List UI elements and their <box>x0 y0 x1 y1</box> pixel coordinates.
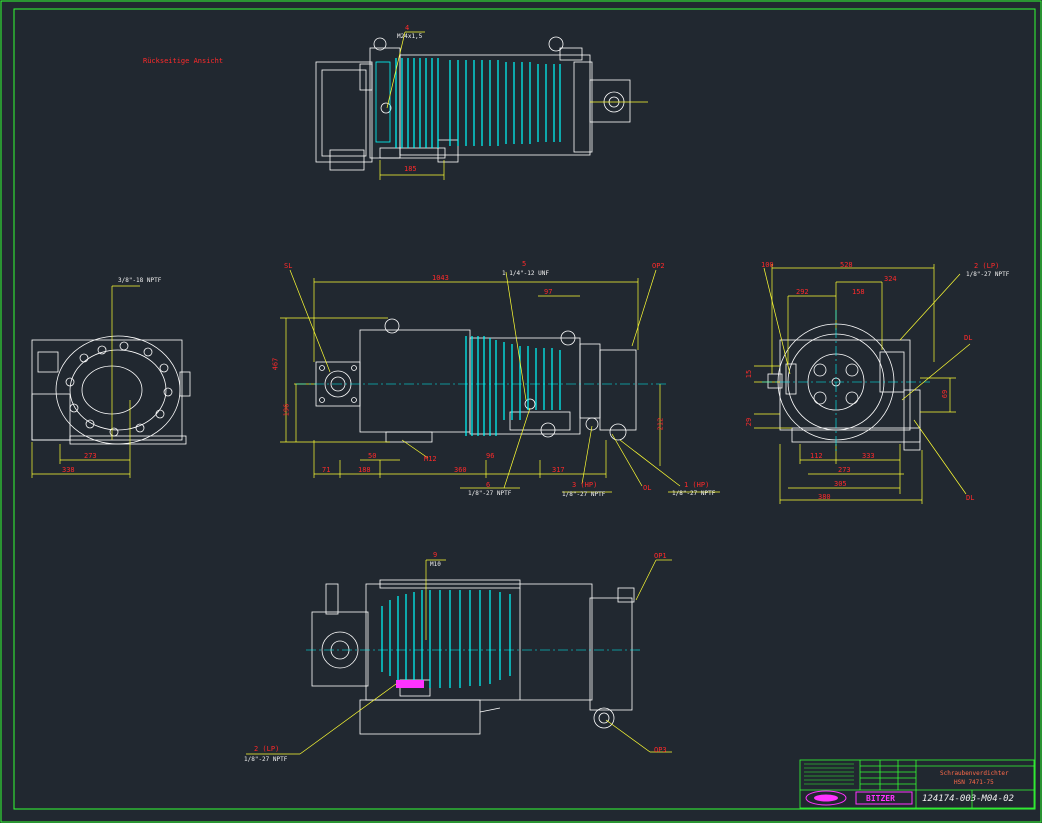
right-dim-292: 292 <box>796 288 809 296</box>
inner-frame <box>13 8 1036 810</box>
side-thread-5-label: 1 1/4"-12 UNF <box>502 270 549 277</box>
side-dim-96: 96 <box>486 452 495 460</box>
bottom-view <box>311 579 635 735</box>
right-thread-lp2-label: 1/8"-27 NPTF <box>966 271 1010 278</box>
bottom-op3-label: OP3 <box>654 746 667 754</box>
left-end-dim-338: 338 <box>62 466 75 474</box>
title-block-model: HSN 7471-75 <box>954 779 994 786</box>
side-dim-188: 188 <box>358 466 371 474</box>
left-end-dims <box>31 285 140 478</box>
side-view-dims <box>280 269 720 493</box>
side-ol-label: OL <box>643 484 652 492</box>
right-dim-69: 69 <box>941 389 950 399</box>
title-block-text-lines <box>804 763 854 785</box>
right-dim-273: 273 <box>838 466 851 474</box>
side-sl-label: SL <box>284 262 293 270</box>
bottom-thread-lp2-label: 1/8"-27 NPTF <box>244 756 288 763</box>
right-dim-15: 15 <box>745 369 754 379</box>
bitzer-logo <box>805 790 913 806</box>
side-dim-97: 97 <box>544 288 553 296</box>
title-block-frame <box>799 759 1035 809</box>
right-end-view <box>767 323 921 451</box>
top-view <box>315 36 631 171</box>
side-dim-196: 196 <box>282 403 291 417</box>
side-hp3-label: 3 (HP) <box>572 481 598 489</box>
side-dim-50: 50 <box>368 452 377 460</box>
bottom-item-9-label: 9 <box>433 551 438 559</box>
right-end-dims <box>754 264 971 504</box>
side-op2-label: OP2 <box>652 262 665 270</box>
side-view-fins <box>465 336 561 436</box>
title-block-product: Schraubenverdichter <box>940 770 1009 777</box>
right-dim-380: 380 <box>818 493 831 501</box>
top-dim-185: 185 <box>404 165 417 173</box>
right-dl2-label: DL <box>966 494 975 502</box>
side-item-5-label: 5 <box>522 260 527 268</box>
top-view-dims <box>379 31 648 180</box>
right-dl-label: DL <box>964 334 973 342</box>
side-dim-212: 212 <box>656 417 665 431</box>
side-thread-hp1-label: 1/8"-27 NPTF <box>672 490 716 497</box>
top-item-4-label: 4 <box>405 24 410 32</box>
bottom-view-fins <box>381 590 511 688</box>
bottom-op1-label: OP1 <box>654 552 667 560</box>
top-view-fins <box>375 58 561 148</box>
right-dim-100: 100 <box>761 261 774 269</box>
left-end-view <box>31 335 191 445</box>
title-block-drawing-no: 124174-003 <box>922 794 977 804</box>
side-view <box>315 318 637 443</box>
title-block-logo-text: BITZER <box>866 794 895 803</box>
right-dim-112: 112 <box>810 452 823 460</box>
bottom-thread-9-label: M10 <box>430 561 441 568</box>
left-end-dim-273: 273 <box>84 452 97 460</box>
right-dim-333: 333 <box>862 452 875 460</box>
title-block-sheet: -M04-02 <box>976 794 1014 804</box>
side-hp1-label: 1 (HP) <box>684 481 710 489</box>
left-end-thread-label: 3/8"-18 NPTF <box>118 277 162 284</box>
bottom-lp2-label: 2 (LP) <box>254 745 280 753</box>
side-dim-467: 467 <box>271 357 280 371</box>
right-dim-158: 158 <box>852 288 865 296</box>
side-dim-360: 360 <box>454 466 467 474</box>
right-dim-528: 528 <box>840 261 853 269</box>
bottom-view-dims <box>246 559 672 755</box>
right-lp2-label: 2 (LP) <box>974 262 1000 270</box>
right-dim-324: 324 <box>884 275 897 283</box>
drawing-title: Rückseitige Ansicht <box>143 57 224 65</box>
side-dim-71: 71 <box>322 466 331 474</box>
side-dim-1043: 1043 <box>432 274 449 282</box>
side-m12-label: M12 <box>424 455 437 463</box>
right-dim-29: 29 <box>745 417 754 427</box>
side-item-6-label: 6 <box>486 481 491 489</box>
top-thread-4-label: M24x1,5 <box>397 33 423 40</box>
right-dim-305: 305 <box>834 480 847 488</box>
side-dim-317: 317 <box>552 466 565 474</box>
side-thread-6-label: 1/8"-27 NPTF <box>468 490 512 497</box>
side-thread-hp3-label: 1/8"-27 NPTF <box>562 491 606 498</box>
